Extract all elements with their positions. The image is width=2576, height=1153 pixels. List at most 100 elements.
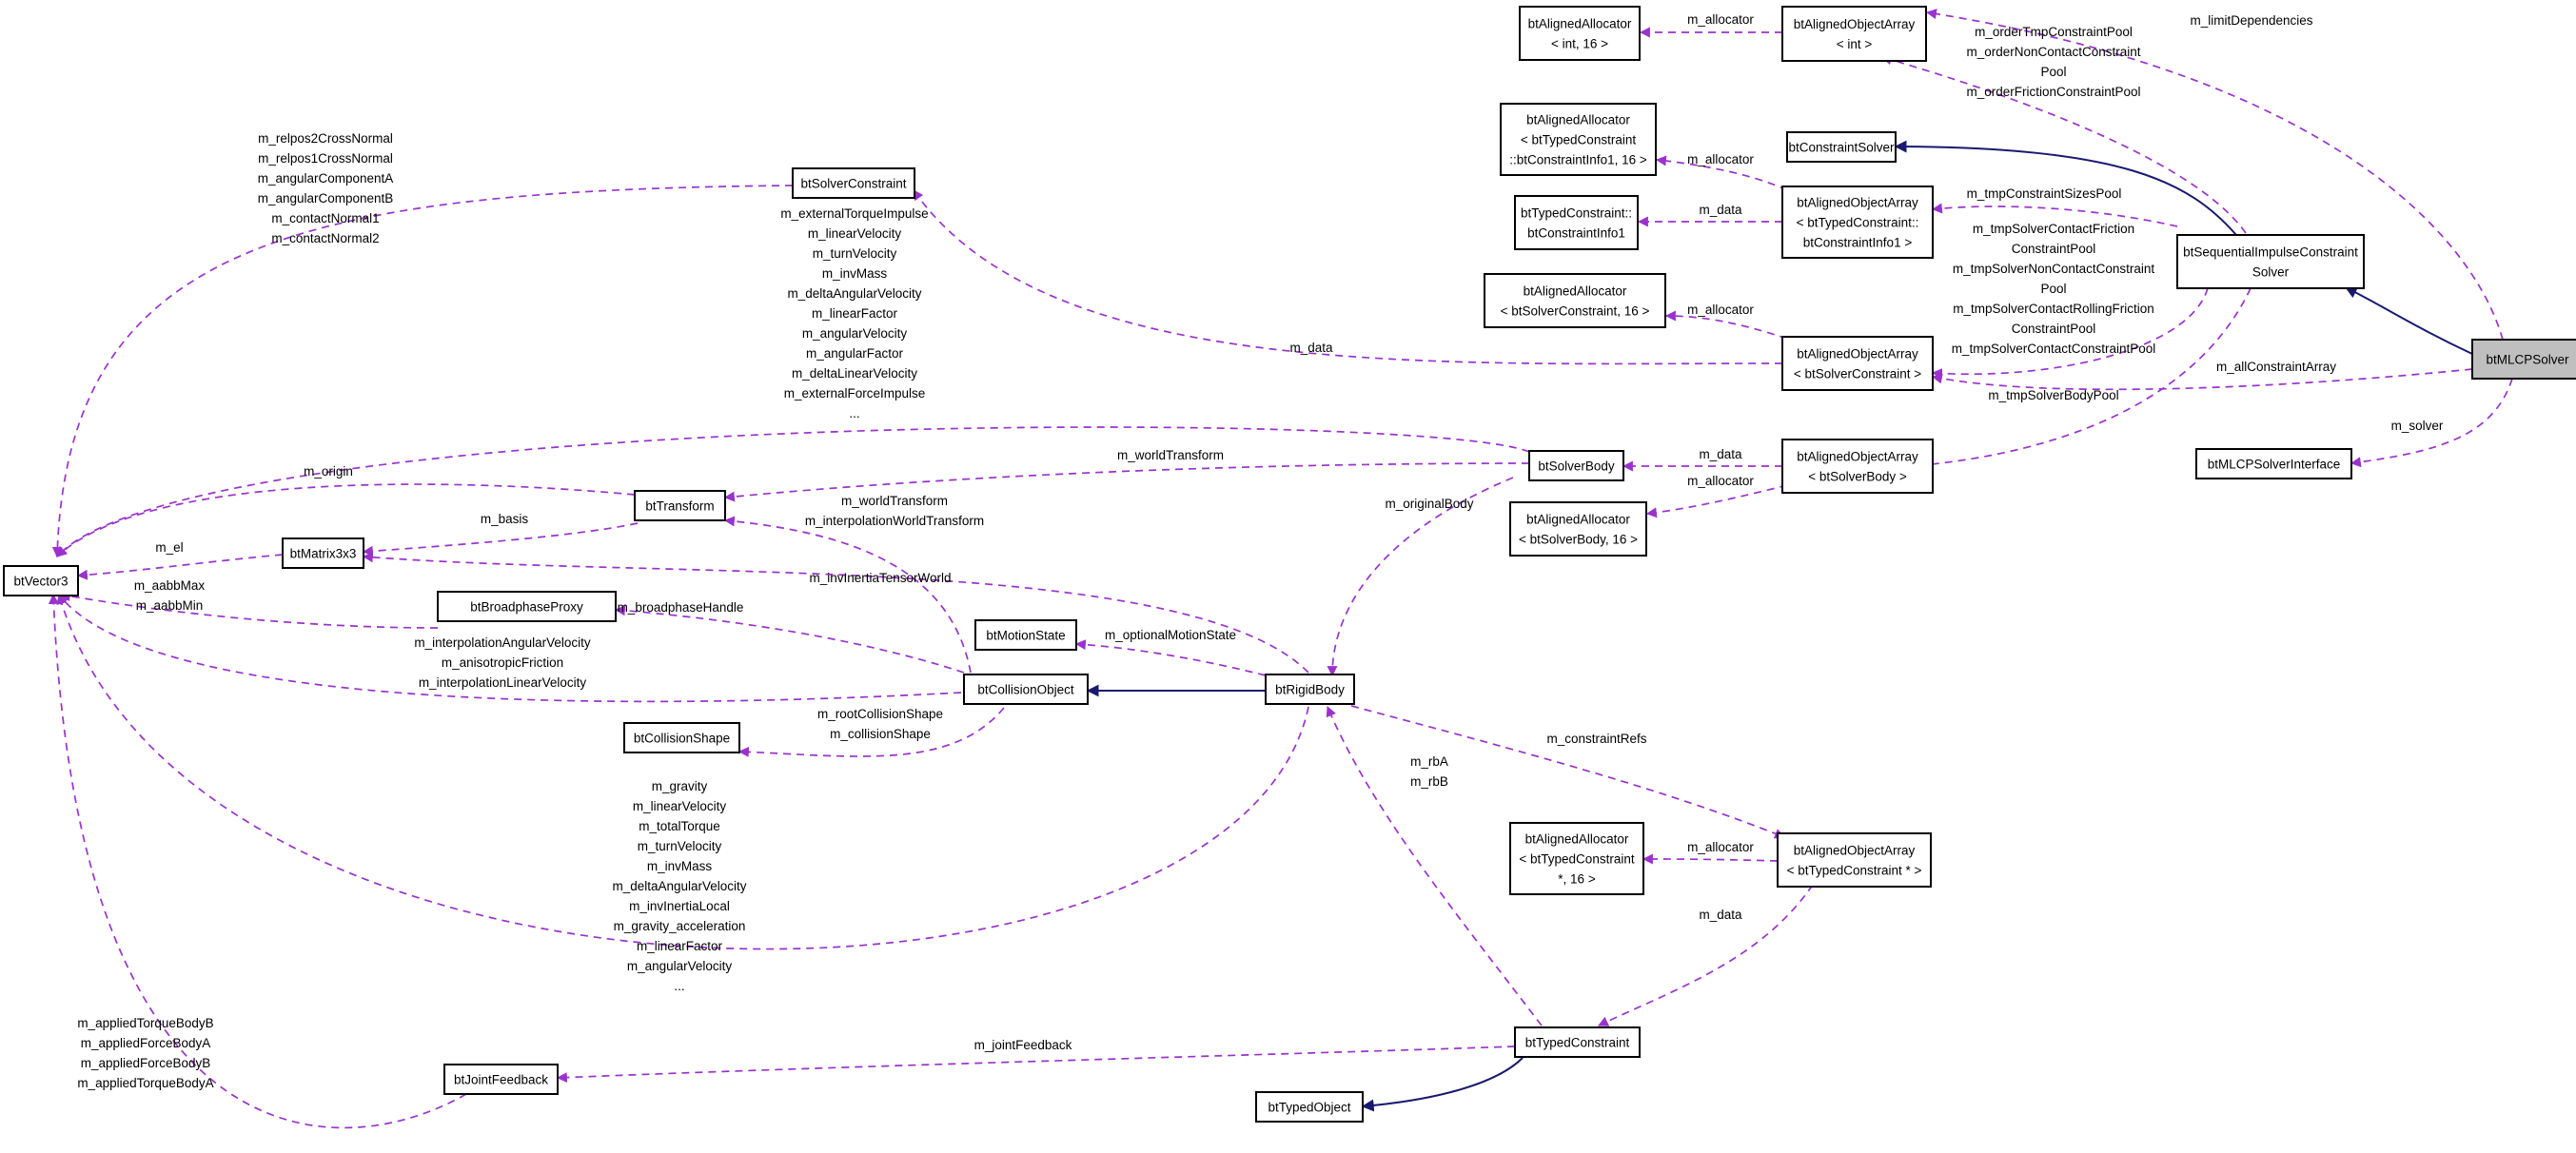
edge-label-line: m_invMass — [647, 859, 713, 873]
class-node-btMatrix3x3[interactable]: btMatrix3x3 — [282, 537, 364, 569]
class-name-line: btAlignedAllocator — [1525, 832, 1629, 847]
class-node-btJointFeedback[interactable]: btJointFeedback — [443, 1064, 559, 1095]
class-name-line: < btTypedConstraint:: — [1797, 216, 1919, 230]
edge-label-line: m_interpolationLinearVelocity — [419, 675, 587, 690]
edge-label-line: m_appliedForceBodyA — [81, 1036, 211, 1050]
class-node-btTransform[interactable]: btTransform — [634, 490, 726, 521]
edge-label-aoa-tc-data: m_data — [1699, 908, 1742, 922]
edge-label-line: m_tmpSolverContactRollingFriction — [1953, 302, 2154, 316]
edge-label-line: m_tmpConstraintSizesPool — [1967, 186, 2122, 201]
edge-co-vectors — [58, 594, 962, 703]
edge-originalBody — [1327, 477, 1514, 677]
edge-optionalMotionState — [1074, 639, 1267, 676]
class-node-btBroadphaseProxy[interactable]: btBroadphaseProxy — [437, 591, 617, 622]
edge-label-line: m_appliedForceBodyB — [81, 1056, 211, 1070]
edge-limitDependencies — [1925, 9, 2504, 341]
edge-aoa-tc-data — [1598, 884, 1814, 1026]
edge-label-line: m_invInertiaLocal — [629, 899, 730, 913]
edge-label-line: m_allocator — [1687, 303, 1754, 317]
class-node-btAlignedAllocator_tc[interactable]: btAlignedAllocator< btTypedConstraint*, … — [1509, 822, 1644, 895]
edge-int-pools — [1880, 54, 2247, 234]
class-node-btRigidBody[interactable]: btRigidBody — [1265, 674, 1355, 705]
edge-label-rb-vectors: m_gravitym_linearVelocitym_totalTorquem_… — [612, 779, 746, 993]
edge-label-line: m_interpolationAngularVelocity — [414, 635, 591, 650]
edge-sb-worldTransform — [723, 462, 1530, 502]
edge-sb-vectors — [56, 426, 1530, 557]
class-node-btConstraintInfo1[interactable]: btTypedConstraint::btConstraintInfo1 — [1514, 195, 1639, 250]
class-name-line: < int, 16 > — [1551, 37, 1608, 51]
edge-label-co-vectors: m_interpolationAngularVelocity m_anisotro… — [414, 635, 591, 690]
class-name-line: btAlignedObjectArray — [1794, 844, 1916, 858]
edge-label-aoa-sb-allocator: m_allocator — [1687, 474, 1754, 488]
class-node-btCollisionShape[interactable]: btCollisionShape — [623, 722, 740, 753]
edge-label-line: m_tmpSolverNonContactConstraint — [1953, 262, 2155, 276]
edge-label-aoa-ci1-allocator: m_allocator — [1687, 152, 1754, 166]
class-node-btAlignedAllocator_sc[interactable]: btAlignedAllocator< btSolverConstraint, … — [1484, 273, 1666, 328]
class-node-btConstraintSolver[interactable]: btConstraintSolver — [1786, 131, 1897, 163]
class-box — [437, 591, 617, 622]
class-name-line: btAlignedObjectArray — [1797, 196, 1918, 210]
edge-label-line: m_tmpSolverContactConstraintPool — [1952, 342, 2156, 356]
edge-rb-vectors — [56, 593, 1309, 950]
class-node-btAlignedObjectArray_sc[interactable]: btAlignedObjectArray< btSolverConstraint… — [1781, 336, 1934, 391]
class-node-btMLCPSolver[interactable]: btMLCPSolver — [2471, 339, 2576, 380]
class-name-line: btMotionState — [986, 629, 1065, 643]
class-node-btMLCPSolverInterface[interactable]: btMLCPSolverInterface — [2195, 448, 2352, 479]
class-node-btTypedObject[interactable]: btTypedObject — [1255, 1091, 1364, 1123]
class-node-btSolverConstraint[interactable]: btSolverConstraint — [792, 167, 915, 199]
class-node-btAlignedAllocator_int[interactable]: btAlignedAllocator< int, 16 > — [1519, 6, 1641, 61]
class-node-btAlignedObjectArray_sb[interactable]: btAlignedObjectArray< btSolverBody > — [1781, 439, 1934, 494]
class-name-line: btJointFeedback — [454, 1073, 548, 1087]
class-box — [1781, 186, 1934, 259]
edge-label-line: Pool — [2040, 282, 2066, 296]
class-node-btAlignedObjectArray_tc[interactable]: btAlignedObjectArray < btTypedConstraint … — [1777, 832, 1932, 888]
edge-el — [76, 554, 284, 580]
edge-label-line: m_contactNormal1 — [271, 211, 379, 225]
class-node-btTypedConstraint[interactable]: btTypedConstraint — [1514, 1026, 1641, 1058]
edge-sc-pools — [1931, 287, 2209, 380]
edge-label-sizes-pool: m_tmpConstraintSizesPool — [1967, 186, 2122, 201]
class-node-btCollisionObject[interactable]: btCollisionObject — [963, 674, 1089, 705]
edge-label-line: m_anisotropicFriction — [442, 655, 563, 670]
class-name-line: < btSolverConstraint, 16 > — [1501, 304, 1650, 319]
edge-label-line: m_gravity_acceleration — [614, 919, 746, 933]
class-node-btSolverBody[interactable]: btSolverBody — [1528, 450, 1624, 481]
edge-collisionShape — [737, 707, 1005, 757]
class-node-btAlignedObjectArray_int[interactable]: btAlignedObjectArray< int > — [1781, 6, 1927, 62]
edge-label-co-transforms: m_worldTransformm_interpolationWorldTran… — [805, 494, 984, 528]
class-box — [1786, 131, 1897, 163]
edge-label-line: m_linearFactor — [637, 939, 723, 953]
edge-co-transforms — [723, 516, 972, 674]
edge-label-line: m_externalTorqueImpulse — [780, 206, 928, 221]
edge-label-line: m_gravity — [652, 779, 708, 793]
edge-label-line: m_allocator — [1687, 152, 1754, 166]
class-box — [792, 167, 915, 199]
edge-label-line: m_contactNormal2 — [271, 231, 379, 245]
class-node-btVector3[interactable]: btVector3 — [3, 565, 79, 596]
edge-label-line: m_allocator — [1687, 12, 1754, 27]
edge-aoa-sc-allocator — [1664, 310, 1788, 340]
class-box — [974, 619, 1077, 651]
class-node-btAlignedObjectArray_ci1[interactable]: btAlignedObjectArray < btTypedConstraint:… — [1781, 186, 1934, 259]
class-name-line: < int > — [1837, 37, 1873, 51]
edge-label-line: m_worldTransform — [841, 494, 948, 508]
class-name-line: btConstraintSolver — [1788, 141, 1895, 155]
class-node-btAlignedAllocator_sb[interactable]: btAlignedAllocator< btSolverBody, 16 > — [1509, 501, 1647, 557]
class-name-line: btTypedObject — [1268, 1101, 1350, 1115]
class-node-btAlignedAllocator_ci1[interactable]: btAlignedAllocator< btTypedConstraint::b… — [1500, 103, 1657, 176]
class-node-btMotionState[interactable]: btMotionState — [974, 619, 1077, 651]
class-name-line: < btTypedConstraint * > — [1787, 864, 1922, 878]
class-name-line: btConstraintInfo1 > — [1803, 236, 1913, 250]
edge-label-line: m_originalBody — [1385, 497, 1473, 511]
edge-allConstraintArray — [1931, 368, 2473, 391]
edge-label-line: m_angularFactor — [806, 346, 904, 361]
class-box — [2471, 339, 2576, 380]
edge-label-line: m_relpos1CrossNormal — [258, 151, 393, 166]
edge-label-invInertiaTensorWorld: m_invInertiaTensorWorld — [809, 571, 951, 585]
edge-label-line: m_totalTorque — [639, 819, 720, 833]
edge-label-aoa-ci1-data: m_data — [1699, 203, 1742, 217]
edge-label-solver: m_solver — [2391, 419, 2444, 433]
